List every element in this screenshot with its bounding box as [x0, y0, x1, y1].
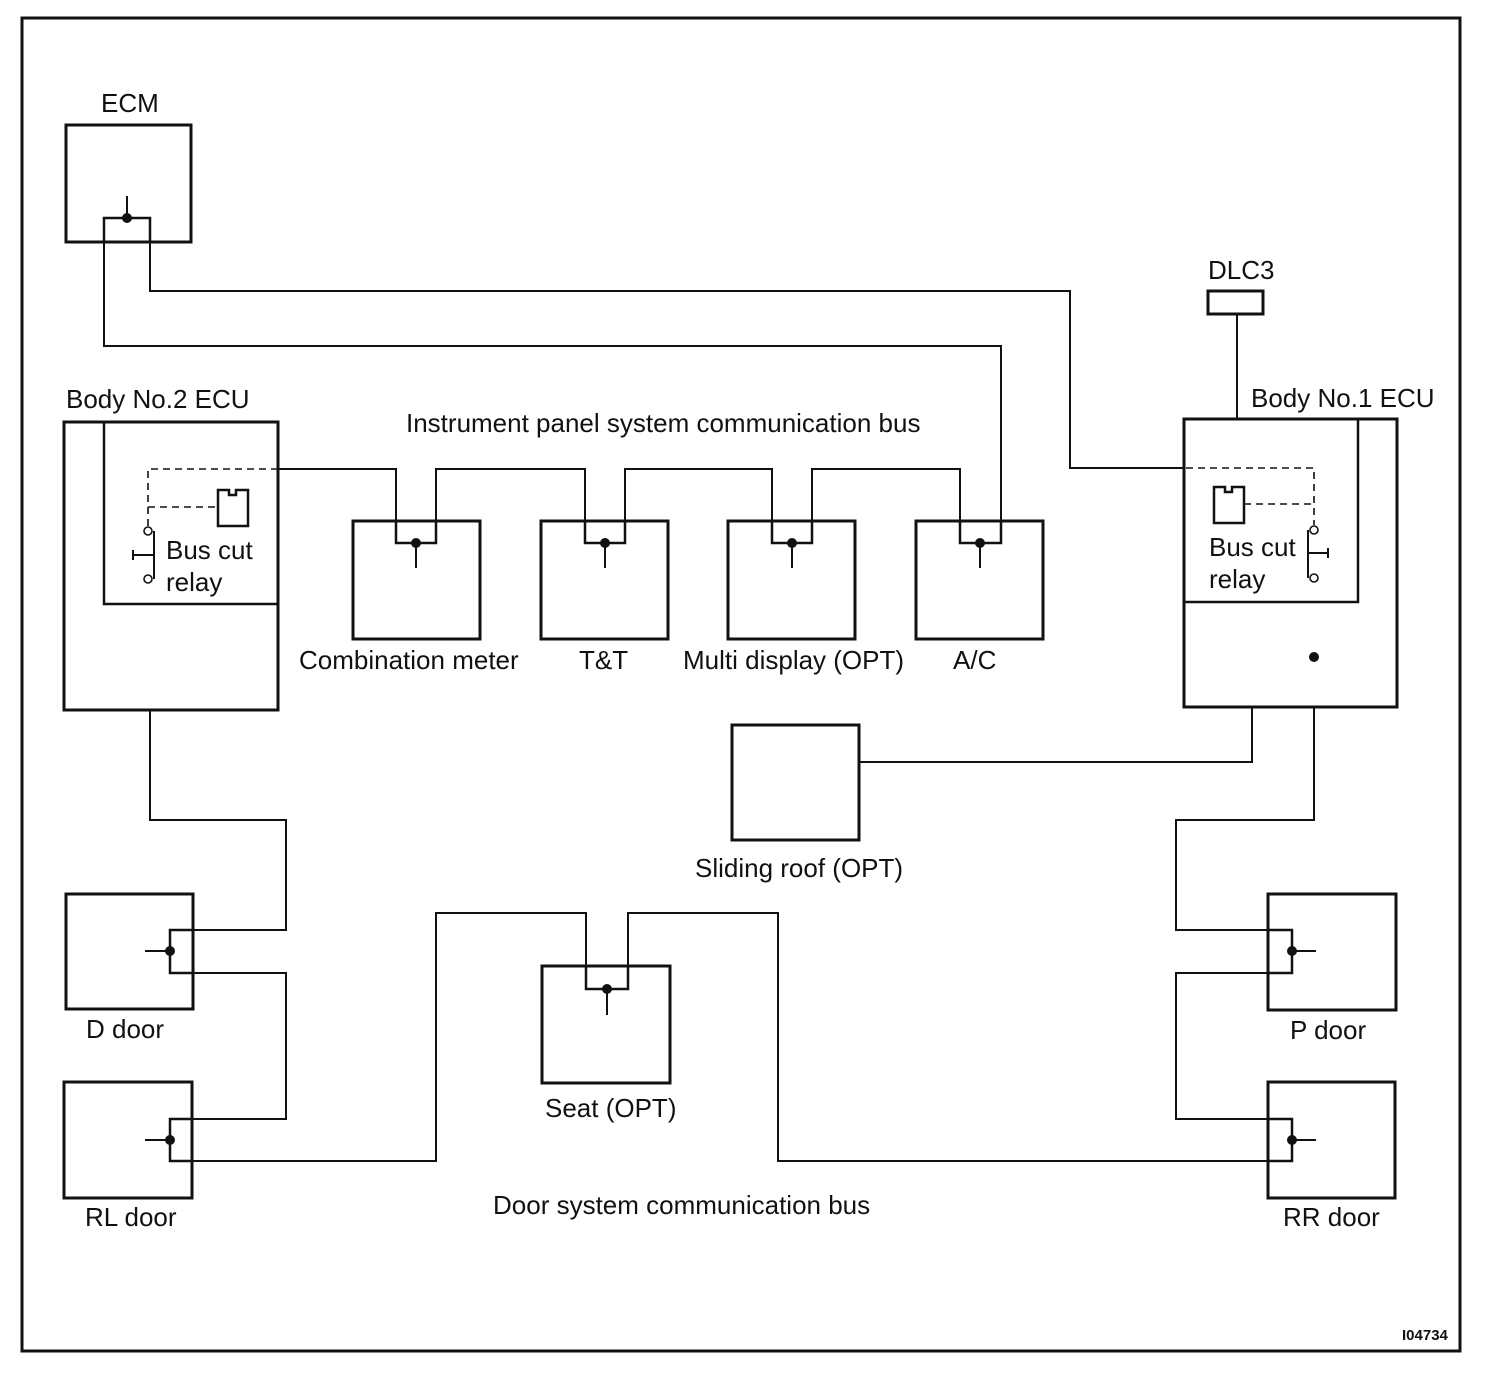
- wires: [103, 218, 1359, 1162]
- d-door-label: D door: [86, 1014, 164, 1044]
- seat: Seat (OPT): [540, 964, 676, 1123]
- body-no1-ecu-label: Body No.1 ECU: [1251, 383, 1435, 413]
- tt-unit: T&T: [539, 519, 670, 675]
- p-door: P door: [1266, 892, 1398, 1045]
- bus-cut-relay-right-label: Bus cut relay: [1209, 532, 1303, 594]
- dlc3-connector: DLC3: [1206, 255, 1274, 316]
- rl-door: RL door: [62, 1080, 194, 1232]
- multi-display-label: Multi display (OPT): [683, 645, 904, 675]
- rr-door: RR door: [1266, 1080, 1397, 1232]
- multi-display: Multi display (OPT): [683, 519, 904, 675]
- door-bus-label: Door system communication bus: [493, 1190, 870, 1220]
- diagram-frame: [20, 16, 1462, 1353]
- d-door: D door: [64, 892, 195, 1044]
- ecm: ECM: [64, 88, 193, 244]
- bus-cut-relay-left-label: Bus cut relay: [166, 535, 260, 597]
- dlc3-label: DLC3: [1208, 255, 1274, 285]
- sliding-roof-label: Sliding roof (OPT): [695, 853, 903, 883]
- ecm-label: ECM: [101, 88, 159, 118]
- instrument-panel-bus-label: Instrument panel system communication bu…: [406, 408, 920, 438]
- body-no1-ecu: Body No.1 ECU Bus cut relay: [1182, 383, 1435, 709]
- rr-door-label: RR door: [1283, 1202, 1380, 1232]
- body-no2-ecu-label: Body No.2 ECU: [66, 384, 250, 414]
- ac-unit: A/C: [914, 519, 1045, 675]
- figure-code: I04734: [1402, 1327, 1449, 1344]
- combination-meter-label: Combination meter: [299, 645, 519, 675]
- sliding-roof: Sliding roof (OPT): [695, 723, 903, 883]
- seat-label: Seat (OPT): [545, 1093, 676, 1123]
- tt-label: T&T: [579, 645, 628, 675]
- body-no2-ecu: Body No.2 ECU Bus cut relay: [62, 384, 280, 712]
- ac-label: A/C: [953, 645, 996, 675]
- combination-meter: Combination meter: [299, 519, 519, 675]
- p-door-label: P door: [1290, 1015, 1366, 1045]
- rl-door-label: RL door: [85, 1202, 177, 1232]
